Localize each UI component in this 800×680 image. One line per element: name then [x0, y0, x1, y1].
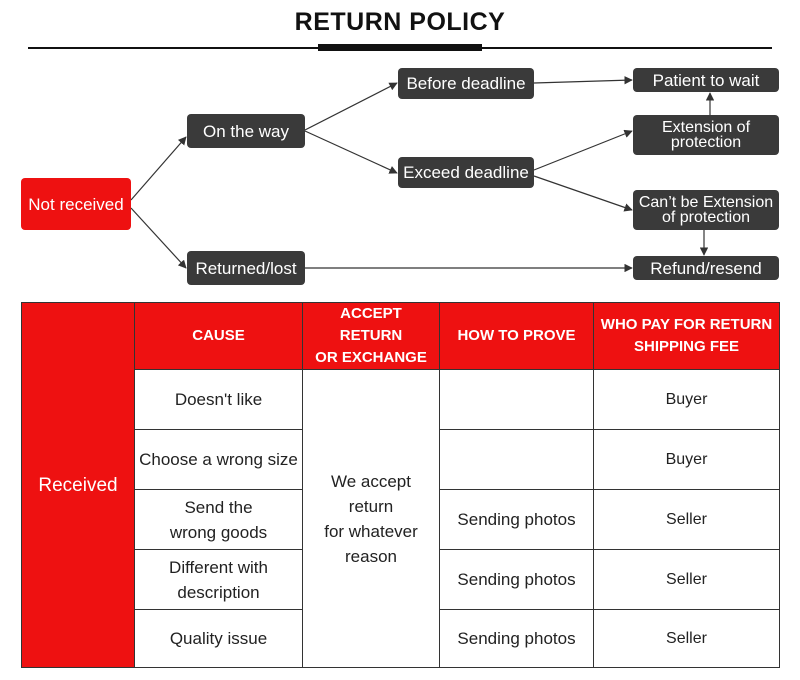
payer-cell: Seller	[593, 609, 780, 668]
payer-cell: Seller	[593, 489, 780, 550]
accept-return-cell: We accept return for whatever reason	[302, 369, 440, 668]
table-row: Quality issue Sending photos Seller	[22, 609, 780, 668]
policy-table: Received CAUSE ACCEPT RETURN OR EXCHANGE…	[21, 302, 780, 668]
header-who-pay: WHO PAY FOR RETURN SHIPPING FEE	[593, 302, 780, 370]
node-extension-of-protection: Extension of protection	[633, 115, 779, 155]
node-cant-be-extension: Can’t be Extension of protection	[633, 190, 779, 230]
page-title: RETURN POLICY	[294, 8, 506, 36]
table-row: Different with description Sending photo…	[22, 549, 780, 610]
node-before-deadline: Before deadline	[398, 68, 534, 99]
node-patient-to-wait: Patient to wait	[633, 68, 779, 92]
table-row: Send the wrong goods Sending photos Sell…	[22, 489, 780, 550]
arrow-before-patient	[533, 76, 633, 85]
cause-cell: Send the wrong goods	[134, 489, 303, 550]
node-not-received: Not received	[21, 178, 131, 230]
flowchart-connectors	[130, 76, 715, 273]
received-label: Received	[21, 302, 135, 668]
payer-cell: Buyer	[593, 429, 780, 490]
node-refund-resend: Refund/resend	[633, 256, 779, 280]
arrow-notreceived-returned	[130, 207, 187, 269]
cause-cell: Doesn't like	[134, 369, 303, 430]
arrow-ontheway-before	[304, 82, 398, 131]
prove-cell: Sending photos	[439, 489, 594, 550]
title-underline-accent	[318, 44, 482, 51]
prove-cell: Sending photos	[439, 549, 594, 610]
header-how-to-prove: HOW TO PROVE	[439, 302, 594, 370]
payer-cell: Buyer	[593, 369, 780, 430]
node-exceed-deadline: Exceed deadline	[398, 157, 534, 188]
prove-cell	[439, 369, 594, 430]
table-row: Doesn't like We accept return for whatev…	[22, 369, 780, 668]
header-accept-return: ACCEPT RETURN OR EXCHANGE	[302, 302, 440, 370]
cause-cell: Choose a wrong size	[134, 429, 303, 490]
payer-cell: Seller	[593, 549, 780, 610]
prove-cell	[439, 429, 594, 490]
header-cause: CAUSE	[134, 302, 303, 370]
node-returned-lost: Returned/lost	[187, 251, 305, 285]
arrow-notreceived-ontheway	[130, 136, 187, 201]
arrow-exceed-cant	[533, 175, 633, 212]
table-header-row: Received CAUSE ACCEPT RETURN OR EXCHANGE…	[21, 302, 780, 668]
node-on-the-way: On the way	[187, 114, 305, 148]
cause-cell: Different with description	[134, 549, 303, 610]
prove-cell: Sending photos	[439, 609, 594, 668]
table-row: Choose a wrong size Buyer	[22, 429, 780, 490]
arrow-ontheway-exceed	[304, 130, 398, 174]
arrow-exceed-extension	[533, 129, 633, 171]
cause-cell: Quality issue	[134, 609, 303, 668]
